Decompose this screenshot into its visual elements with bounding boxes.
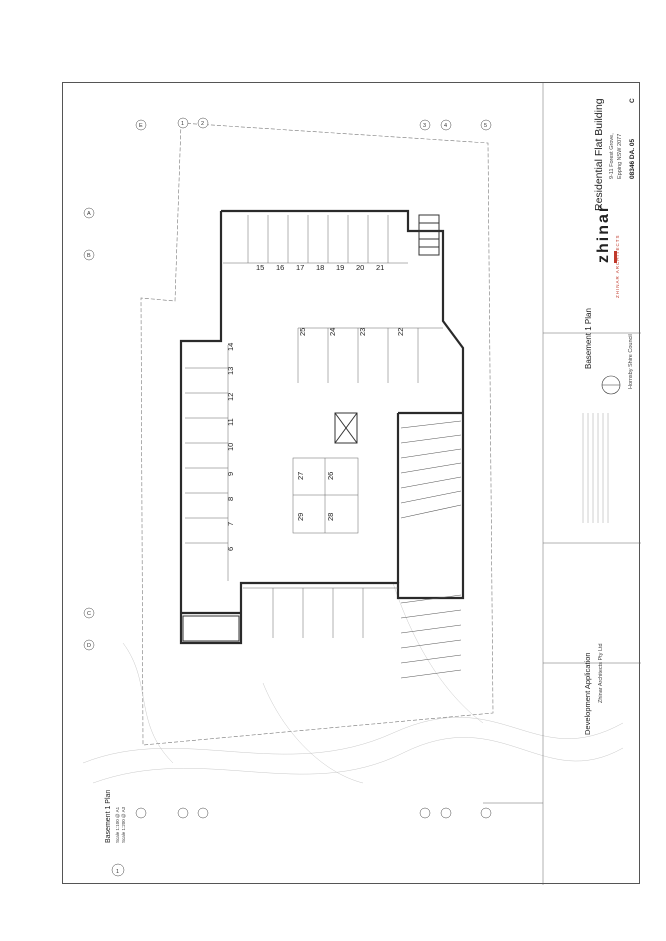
bay-number: 22: [396, 328, 405, 336]
bay-number: 7: [226, 522, 235, 526]
firm-subtitle: ZHINAR ARCHITECTS: [615, 234, 620, 298]
council-name: Hornsby Shire Council: [628, 334, 634, 389]
bay-number: 26: [326, 472, 335, 480]
title-block-frame: [483, 83, 641, 885]
sheet-title: Basement 1 Plan: [584, 308, 593, 369]
bay-number: 17: [296, 263, 304, 272]
grid-letter: E: [139, 123, 143, 129]
revision-letter: C: [629, 98, 636, 103]
grid-number: 2: [201, 121, 204, 127]
parking-numbers-left: 14 13 12 11 10 9 8 7 6: [226, 343, 235, 551]
parking-bays: [185, 215, 443, 638]
bay-number: 27: [296, 472, 305, 480]
parking-numbers-center: 27 26 29 28: [296, 472, 335, 521]
bay-number: 23: [358, 328, 367, 336]
plan-number: 1: [116, 869, 119, 875]
grid-letter: C: [87, 611, 91, 617]
bay-number: 9: [226, 472, 235, 476]
drawing-sheet: 15 16 17 18 19 20 21 25 24 23 22 14 13 1…: [62, 82, 641, 885]
lift-core: [182, 214, 440, 642]
grid-label-text: A B C D E 1 2 3 4 5 1: [87, 121, 487, 875]
grid-bubbles: [83, 117, 492, 877]
development-application-label: Development Application: [583, 652, 592, 735]
ramp-stalls: [400, 420, 462, 679]
project-address-line2: Epping NSW 2077: [617, 133, 623, 179]
small-print-block: [582, 413, 609, 523]
scale-a3: Scale 1:200 @ A3: [121, 806, 126, 843]
site-boundary: [140, 122, 494, 746]
grid-number: 4: [444, 123, 447, 129]
contour-lines: [82, 582, 624, 784]
grid-letter: D: [87, 643, 91, 649]
scale-a1: Scale 1:100 @ A1: [115, 806, 120, 843]
bay-number: 24: [328, 328, 337, 336]
project-address-line1: 9-11 Forest Grove,: [609, 133, 615, 179]
grid-number: 1: [181, 121, 184, 127]
bay-number: 25: [298, 328, 307, 336]
bay-number: 20: [356, 263, 364, 272]
grid-number: 3: [423, 123, 426, 129]
basement-outline: [179, 209, 465, 645]
bay-number: 13: [226, 367, 235, 375]
grid-letter: B: [87, 253, 91, 259]
bay-number: 21: [376, 263, 384, 272]
client-name: Zhinar Architects Pty Ltd: [598, 643, 604, 703]
bay-number: 29: [296, 513, 305, 521]
bay-number: 8: [226, 497, 235, 501]
bay-number: 19: [336, 263, 344, 272]
bay-number: 15: [256, 263, 264, 272]
plan-label: Basement 1 Plan: [105, 789, 112, 843]
logo-accent-bar: [614, 251, 617, 263]
bay-number: 16: [276, 263, 284, 272]
project-title: Residential Flat Building: [593, 98, 605, 211]
bay-number: 14: [226, 343, 235, 351]
north-arrow-icon: [601, 375, 621, 395]
parking-numbers-top: 15 16 17 18 19 20 21: [256, 263, 384, 272]
floor-plan-drawing: 15 16 17 18 19 20 21 25 24 23 22 14 13 1…: [82, 83, 641, 885]
bay-number: 28: [326, 513, 335, 521]
firm-logo: zhinar: [595, 203, 612, 263]
drawing-number: 08346 DA. 05: [629, 138, 636, 179]
bay-number: 10: [226, 443, 235, 451]
grid-letter: A: [87, 211, 91, 217]
bay-number: 12: [226, 393, 235, 401]
bay-number: 18: [316, 263, 324, 272]
bay-number: 11: [226, 418, 235, 426]
grid-number: 5: [484, 123, 487, 129]
bay-number: 6: [226, 547, 235, 551]
parking-numbers-upper-mid: 25 24 23 22: [298, 328, 405, 336]
